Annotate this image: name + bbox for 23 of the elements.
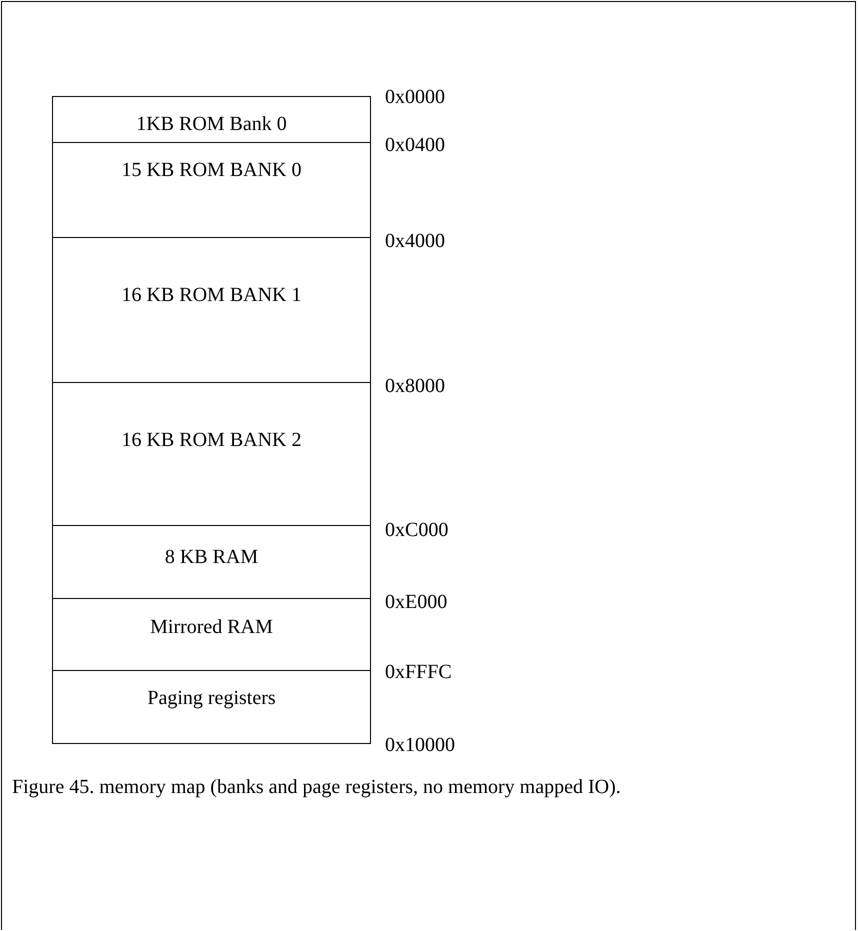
memory-region — [52, 670, 371, 744]
memory-region — [52, 382, 371, 526]
region-label: Paging registers — [146, 686, 277, 710]
memory-region — [52, 96, 371, 143]
address-label: 0x10000 — [385, 733, 455, 757]
region-label: Mirrored RAM — [149, 615, 274, 639]
address-label: 0x0000 — [385, 85, 445, 109]
address-label: 0x0400 — [385, 133, 445, 157]
region-label: 15 KB ROM BANK 0 — [120, 158, 303, 182]
memory-region — [52, 525, 371, 599]
address-label: 0xC000 — [385, 518, 448, 542]
address-label: 0x8000 — [385, 374, 445, 398]
memory-region — [52, 142, 371, 238]
figure-caption: Figure 45. memory map (banks and page registers, no memory mapped IO). — [12, 775, 622, 800]
memory-region — [52, 237, 371, 383]
memory-region — [52, 598, 371, 671]
address-label: 0x4000 — [385, 229, 445, 253]
region-label: 16 KB ROM BANK 2 — [120, 428, 303, 452]
region-label: 1KB ROM Bank 0 — [135, 112, 288, 136]
address-label: 0xE000 — [385, 590, 448, 614]
address-label: 0xFFFC — [385, 660, 452, 684]
region-label: 16 KB ROM BANK 1 — [120, 283, 303, 307]
region-label: 8 KB RAM — [164, 545, 260, 569]
